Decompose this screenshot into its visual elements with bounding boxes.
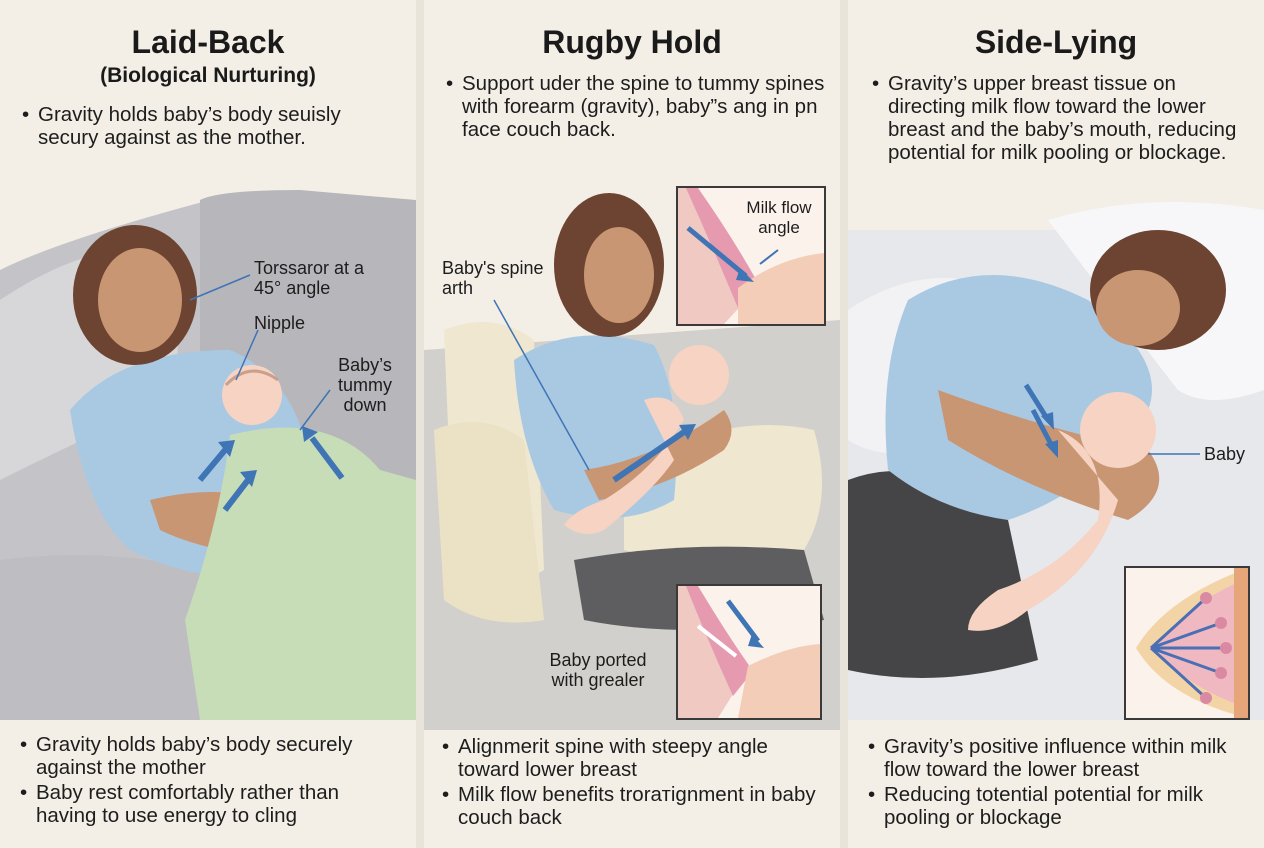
panel-rugby-hold: Rugby Hold Support uder the spine to tum… [424, 0, 840, 848]
label-torso-angle: Torssaror at a 45° angle [254, 258, 365, 298]
label-baby-spine: Baby's spine arth [442, 258, 544, 298]
label-baby-ported: Baby ported with grealer [549, 650, 647, 690]
bottom-bullets: Gravity holds baby’s body securely again… [20, 733, 405, 829]
top-bullets: Gravity holds baby’s body seuisly secury… [22, 103, 402, 151]
top-bullets: Support uder the spine to tummy spines w… [446, 72, 831, 143]
panel-title: Rugby Hold [542, 24, 722, 60]
label-baby: Baby [1204, 444, 1246, 464]
bullet: Reducing totential potential for milk po… [868, 783, 1258, 829]
bottom-bullets: Alignmerit spine with steepy angle towar… [442, 735, 827, 831]
milk-flow-diagram [678, 188, 824, 324]
bullet: Gravity’s upper breast tissue on directi… [872, 72, 1257, 164]
label-milk-flow: Milk flow angle [746, 198, 812, 237]
side-lying-illustration [848, 202, 1264, 720]
panel-side-lying: Side-Lying Gravity’s upper breast tissue… [848, 0, 1264, 848]
bullet: Alignmerit spine with steepy angle towar… [442, 735, 827, 781]
milk-flow-inset: Milk flow angle [676, 186, 826, 326]
bullet: Milk flow benefits trorатignment in baby… [442, 783, 827, 829]
panel-title: Laid-Back [131, 24, 285, 60]
panel-title: Side-Lying [974, 24, 1138, 60]
breast-anatomy-diagram [1126, 568, 1248, 718]
anatomy-inset [1124, 566, 1250, 720]
rugby-hold-illustration [424, 193, 840, 730]
panel-laid-back: Laid-Back (Biological Nurturing) Gravity… [0, 0, 416, 848]
bullet: Gravity’s positive influence within milk… [868, 735, 1258, 781]
label-baby-tummy: Baby’s tummy down [338, 355, 392, 415]
bottom-bullets: Gravity’s positive influence within milk… [868, 735, 1258, 831]
label-nipple: Nipple [254, 313, 306, 333]
bullet: Support uder the spine to tummy spines w… [446, 72, 831, 141]
laid-back-illustration [0, 190, 416, 720]
top-bullets: Gravity’s upper breast tissue on directi… [872, 72, 1257, 166]
panel-subtitle: (Biological Nurturing) [100, 64, 316, 87]
bullet: Baby rest comfortably rather than having… [20, 781, 405, 827]
bullet: Gravity holds baby’s body securely again… [20, 733, 405, 779]
latch-inset [676, 584, 822, 720]
latch-diagram [678, 586, 820, 718]
bullet: Gravity holds baby’s body seuisly secury… [22, 103, 402, 149]
